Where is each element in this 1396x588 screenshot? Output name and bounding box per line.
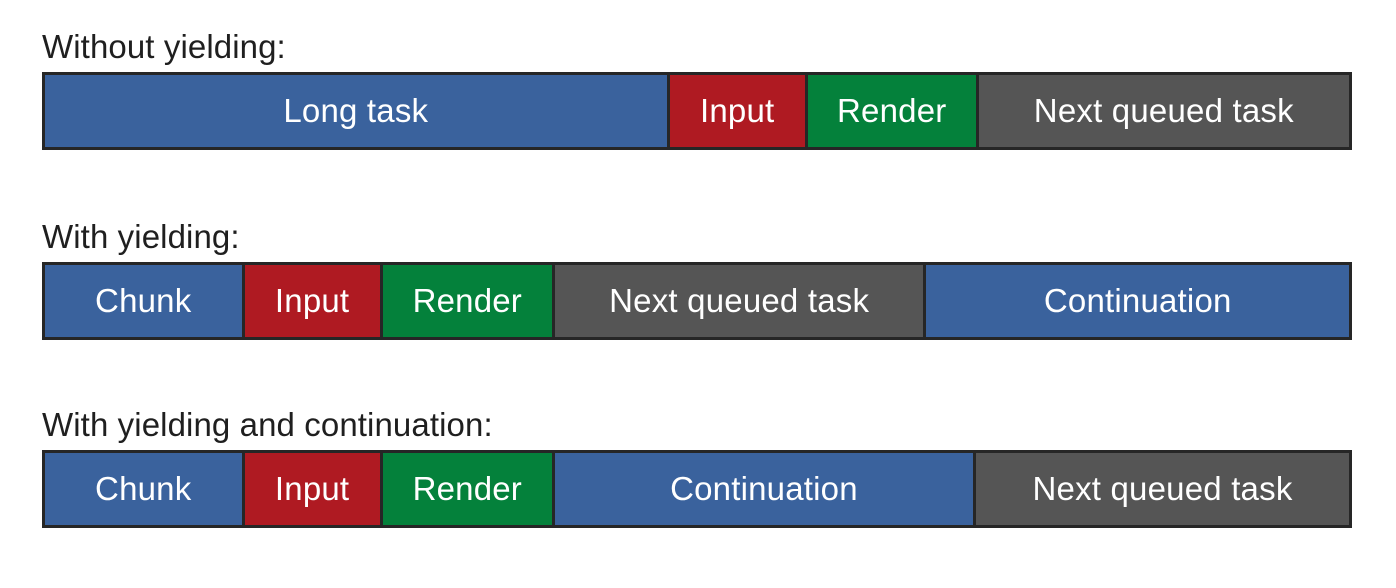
segment-render: Render <box>382 453 555 525</box>
timeline-bar: Chunk Input Render Continuation Next que… <box>42 450 1352 528</box>
segment-label: Next queued task <box>1033 92 1294 129</box>
scenario-label: With yielding and continuation: <box>42 406 493 443</box>
segment-continuation: Continuation <box>554 453 977 525</box>
segment-label: Input <box>274 282 350 319</box>
segment-label: Input <box>274 470 350 507</box>
timeline-bar: Long task Input Render Next queued task <box>42 72 1352 150</box>
segment-label: Render <box>837 92 947 129</box>
segment-input: Input <box>244 265 383 337</box>
scenario-with-yielding: With yielding: Chunk Input Render Next q… <box>42 218 1352 340</box>
segment-label: Chunk <box>95 282 192 319</box>
segment-label: Next queued task <box>609 282 870 319</box>
timeline-bar: Chunk Input Render Next queued task Cont… <box>42 262 1352 340</box>
scenario-label: With yielding: <box>42 218 240 255</box>
segment-long-task: Long task <box>45 75 670 147</box>
segment-continuation: Continuation <box>926 265 1349 337</box>
segment-render: Render <box>807 75 979 147</box>
segment-input: Input <box>669 75 808 147</box>
segment-label: Input <box>700 92 775 129</box>
scenario-without-yielding: Without yielding: Long task Input Render… <box>42 28 1352 150</box>
segment-next-queued-task: Next queued task <box>976 453 1349 525</box>
segment-label: Next queued task <box>1032 470 1293 507</box>
segment-next-queued-task: Next queued task <box>554 265 927 337</box>
segment-label: Continuation <box>670 470 858 507</box>
segment-input: Input <box>244 453 383 525</box>
segment-next-queued-task: Next queued task <box>978 75 1349 147</box>
scenario-with-yielding-and-continuation: With yielding and continuation: Chunk In… <box>42 406 1352 528</box>
segment-chunk: Chunk <box>45 453 245 525</box>
segment-chunk: Chunk <box>45 265 245 337</box>
segment-label: Render <box>412 470 522 507</box>
segment-label: Long task <box>283 92 429 129</box>
scenario-label: Without yielding: <box>42 28 286 65</box>
segment-render: Render <box>382 265 555 337</box>
segment-label: Continuation <box>1043 282 1232 319</box>
segment-label: Chunk <box>95 470 192 507</box>
segment-label: Render <box>412 282 522 319</box>
